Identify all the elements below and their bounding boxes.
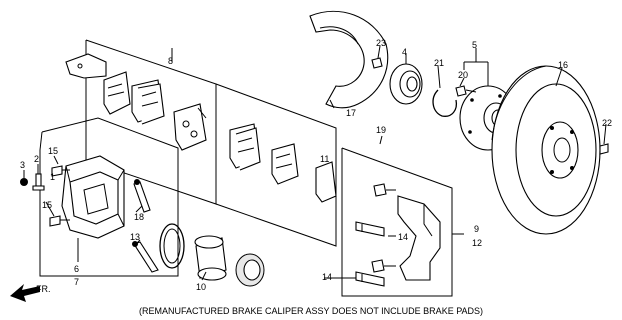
diagram-caption: (REMANUFACTURED BRAKE CALIPER ASSY DOES …: [139, 306, 483, 316]
piston: [194, 235, 227, 281]
callout-8: 8: [168, 56, 173, 66]
callout-17: 17: [346, 108, 356, 118]
callout-15-lower: 15: [42, 200, 52, 210]
callout-6: 6: [74, 264, 79, 274]
callout-3: 3: [20, 160, 25, 170]
retainer-clip: [355, 221, 385, 237]
brake-disc: [491, 65, 601, 235]
callout-9: 9: [474, 224, 479, 234]
callout-7: 7: [74, 277, 79, 287]
callout-14-upper: 14: [398, 232, 408, 242]
callout-18: 18: [134, 212, 144, 222]
callout-20: 20: [458, 70, 468, 80]
bracket-bolt: [373, 183, 396, 197]
bracket-bolt: [371, 259, 396, 273]
callout-4: 4: [402, 47, 407, 57]
callout-21: 21: [434, 58, 444, 68]
brake-pad: [271, 143, 299, 185]
callout-13: 13: [130, 232, 140, 242]
snap-ring: [432, 89, 458, 117]
caliper-assembly-outline: [39, 117, 179, 277]
brake-pad: [173, 103, 207, 151]
brake-pad: [103, 71, 131, 115]
callout-2: 2: [34, 154, 39, 164]
splash-guard: [309, 10, 389, 109]
callout-19: 19: [376, 125, 386, 135]
callout-1: 1: [50, 172, 55, 182]
caliper-bracket: [397, 195, 441, 281]
front-direction-arrow: FR.: [10, 284, 51, 302]
guide-pin: [133, 179, 151, 213]
callout-16: 16: [558, 60, 568, 70]
pad-shim: [65, 53, 107, 79]
dust-seal: [235, 253, 265, 287]
bleeder-screw: [32, 173, 45, 191]
callout-5: 5: [472, 40, 477, 50]
brake-pad: [131, 79, 165, 125]
caliper-bracket-outline: [341, 147, 453, 297]
pad-shim: [315, 161, 337, 203]
splash-guard-bolt: [371, 57, 383, 69]
piston-seal: [159, 223, 185, 269]
callout-14-lower: 14: [322, 272, 332, 282]
disc-screw: [599, 143, 609, 155]
front-direction-label: FR.: [36, 284, 51, 294]
caliper-body: [61, 155, 125, 239]
callout-12: 12: [472, 238, 482, 248]
callout-23: 23: [376, 38, 386, 48]
bleeder-cap: [20, 178, 28, 186]
hub-bolt: [455, 85, 477, 97]
callout-22: 22: [602, 118, 612, 128]
caliper-bolt: [49, 215, 70, 227]
callout-11: 11: [320, 154, 329, 164]
leader-lines: [23, 45, 607, 281]
guide-pin: [132, 241, 159, 273]
callout-10: 10: [196, 282, 206, 292]
callouts: 8 23 4 5 21 20 16 19 17 22 11 14 14 9 12…: [20, 38, 612, 292]
hub-bearing: [389, 63, 423, 105]
callout-15-upper: 15: [48, 146, 58, 156]
retainer-clip: [355, 271, 385, 287]
caliper-bolt: [51, 165, 70, 177]
brake-pad: [229, 123, 261, 171]
